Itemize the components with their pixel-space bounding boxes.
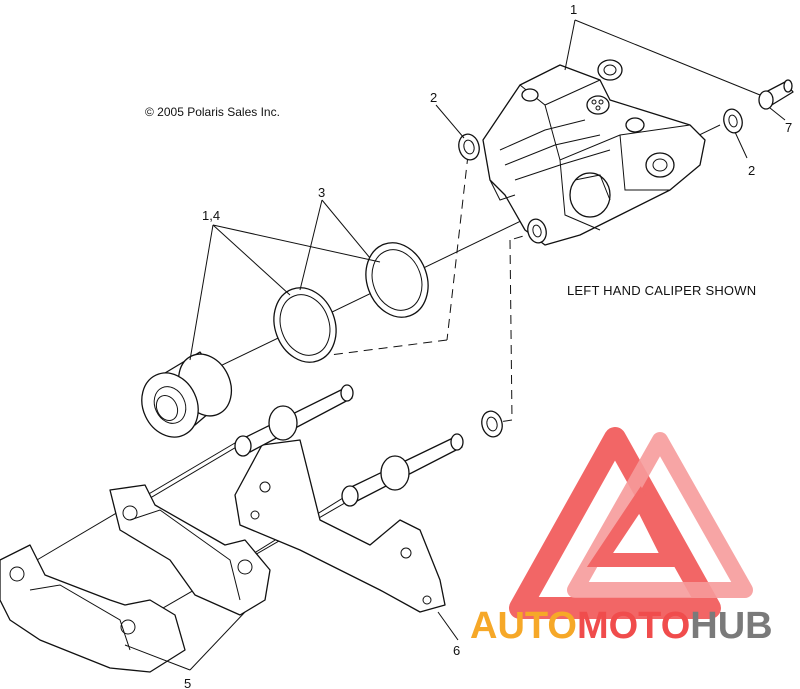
o-ring-lower-middle xyxy=(527,218,547,244)
brake-pad-rear xyxy=(109,484,271,616)
bleeder-screw xyxy=(758,79,794,110)
o-ring-top-right xyxy=(597,59,623,81)
watermark-hub: HUB xyxy=(690,605,772,647)
watermark-logo xyxy=(509,427,753,619)
piston-seal-large xyxy=(365,242,429,318)
watermark-moto: MOTO xyxy=(577,605,690,647)
brake-pad-front xyxy=(0,544,186,673)
callout-6: 6 xyxy=(453,643,460,658)
callout-1: 1 xyxy=(570,2,577,17)
caliper-caption: LEFT HAND CALIPER SHOWN xyxy=(567,283,756,298)
callout-1-4: 1,4 xyxy=(202,208,220,223)
watermark-auto: AUTO xyxy=(470,605,577,647)
o-ring-top-left xyxy=(458,133,480,161)
callout-7: 7 xyxy=(785,120,792,135)
copyright-text: © 2005 Polaris Sales Inc. xyxy=(145,105,280,119)
o-ring-right xyxy=(723,108,743,134)
caliper-bracket xyxy=(234,384,464,613)
callout-leaders xyxy=(124,19,786,671)
callout-3: 3 xyxy=(318,185,325,200)
piston-seal-small xyxy=(273,287,337,363)
callout-2-right: 2 xyxy=(748,163,755,178)
callout-2-top: 2 xyxy=(430,90,437,105)
caliper-body xyxy=(482,64,706,246)
caliper-piston xyxy=(141,351,233,438)
callout-5: 5 xyxy=(184,676,191,689)
o-ring-bottom xyxy=(481,410,503,438)
watermark-text: AUTOMOTOHUB xyxy=(470,605,773,647)
